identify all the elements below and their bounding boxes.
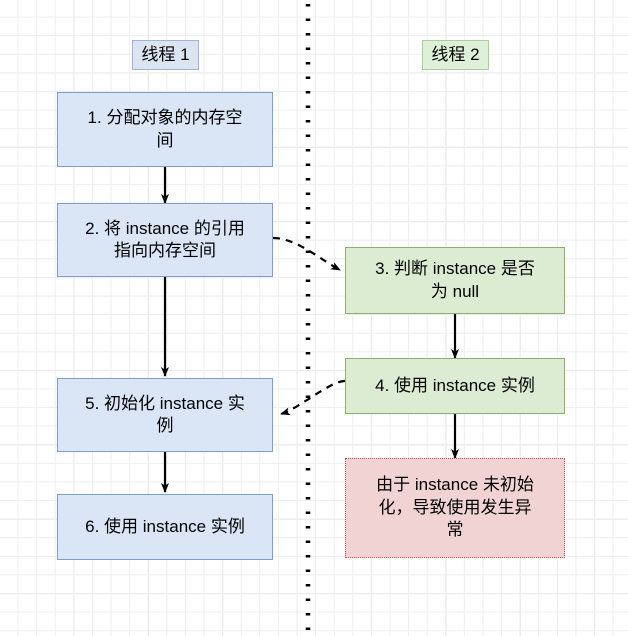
lane-label-thread1: 线程 1: [132, 40, 199, 70]
node-check-null[interactable]: 3. 判断 instance 是否 为 null: [345, 247, 565, 314]
node-exception[interactable]: 由于 instance 未初始 化，导致使用发生异 常: [345, 458, 565, 558]
edge-n4-n5: [280, 379, 346, 416]
node-use-instance-thread1[interactable]: 6. 使用 instance 实例: [57, 494, 273, 560]
edge-n2-n3: [272, 236, 341, 271]
node-alloc-memory[interactable]: 1. 分配对象的内存空 间: [57, 92, 273, 167]
node-assign-reference[interactable]: 2. 将 instance 的引用 指向内存空间: [57, 203, 273, 277]
node-init-instance[interactable]: 5. 初始化 instance 实 例: [57, 378, 273, 452]
node-use-instance-thread2[interactable]: 4. 使用 instance 实例: [345, 358, 565, 414]
lane-label-thread2: 线程 2: [422, 40, 489, 70]
